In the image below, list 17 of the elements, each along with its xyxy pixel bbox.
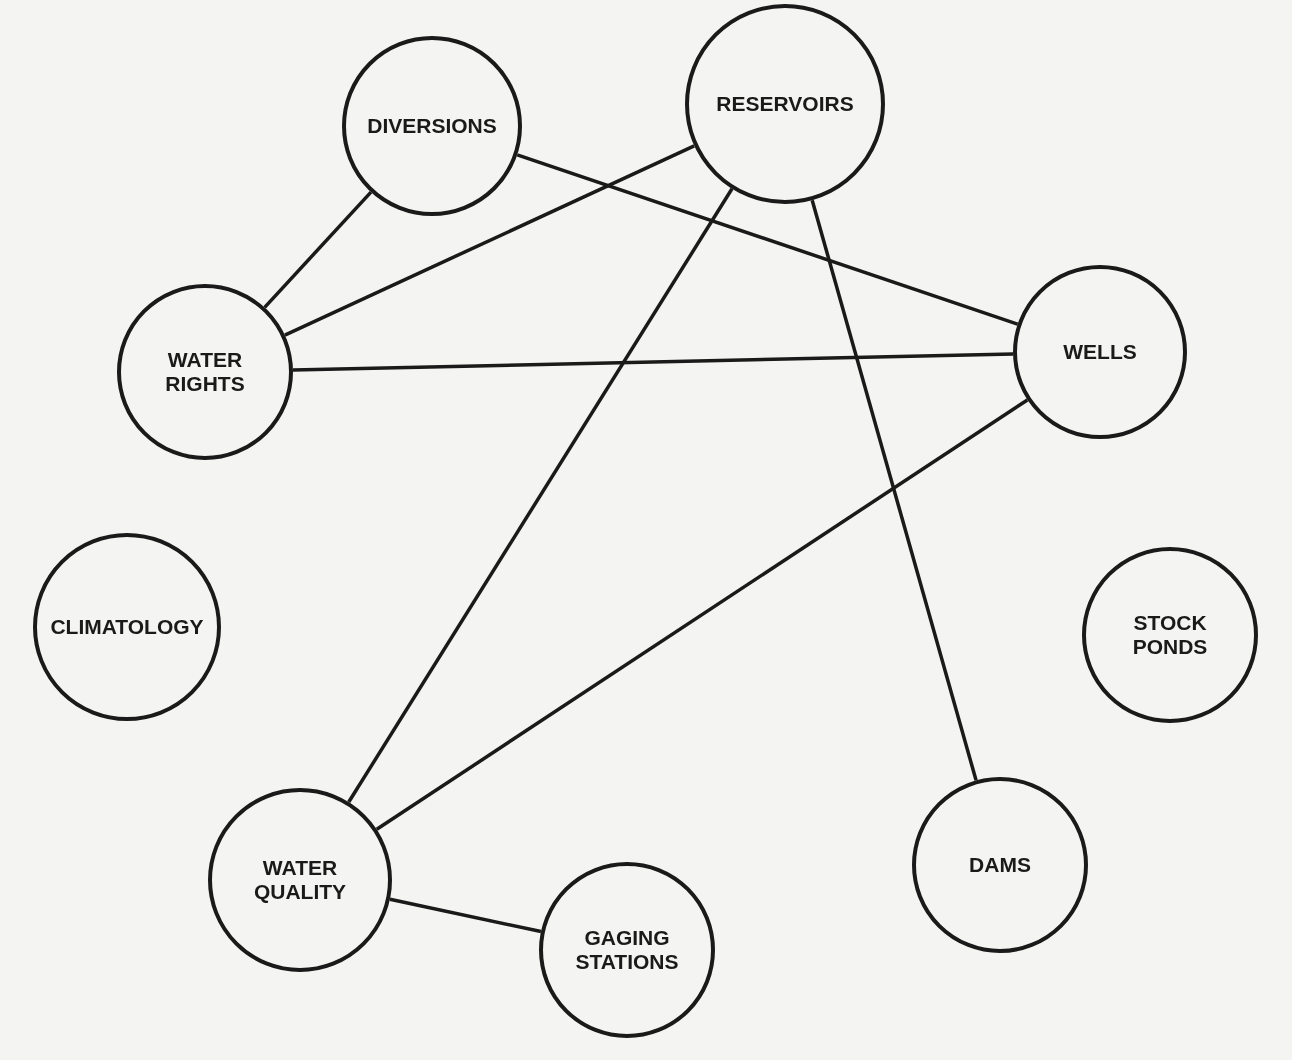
connector-line: [263, 190, 373, 309]
connector-line: [389, 897, 542, 934]
topic-label: RESERVOIRS: [715, 91, 855, 117]
topic-label: DIVERSIONS: [366, 113, 498, 139]
connector-line: [810, 199, 978, 781]
connector-line: [375, 398, 1029, 831]
connector-line: [516, 153, 1019, 326]
topic-label: WATER QUALITY: [252, 855, 348, 905]
connector-line: [292, 352, 1014, 372]
topic-label: DAMS: [968, 852, 1032, 878]
connector-line: [347, 187, 734, 803]
topic-label: CLIMATOLOGY: [49, 614, 205, 640]
topic-label: WELLS: [1062, 339, 1138, 365]
connector-line: [284, 144, 695, 337]
topic-label: GAGING STATIONS: [574, 925, 680, 975]
topic-label: WATER RIGHTS: [164, 347, 246, 397]
topic-label: STOCK PONDS: [1131, 610, 1209, 660]
